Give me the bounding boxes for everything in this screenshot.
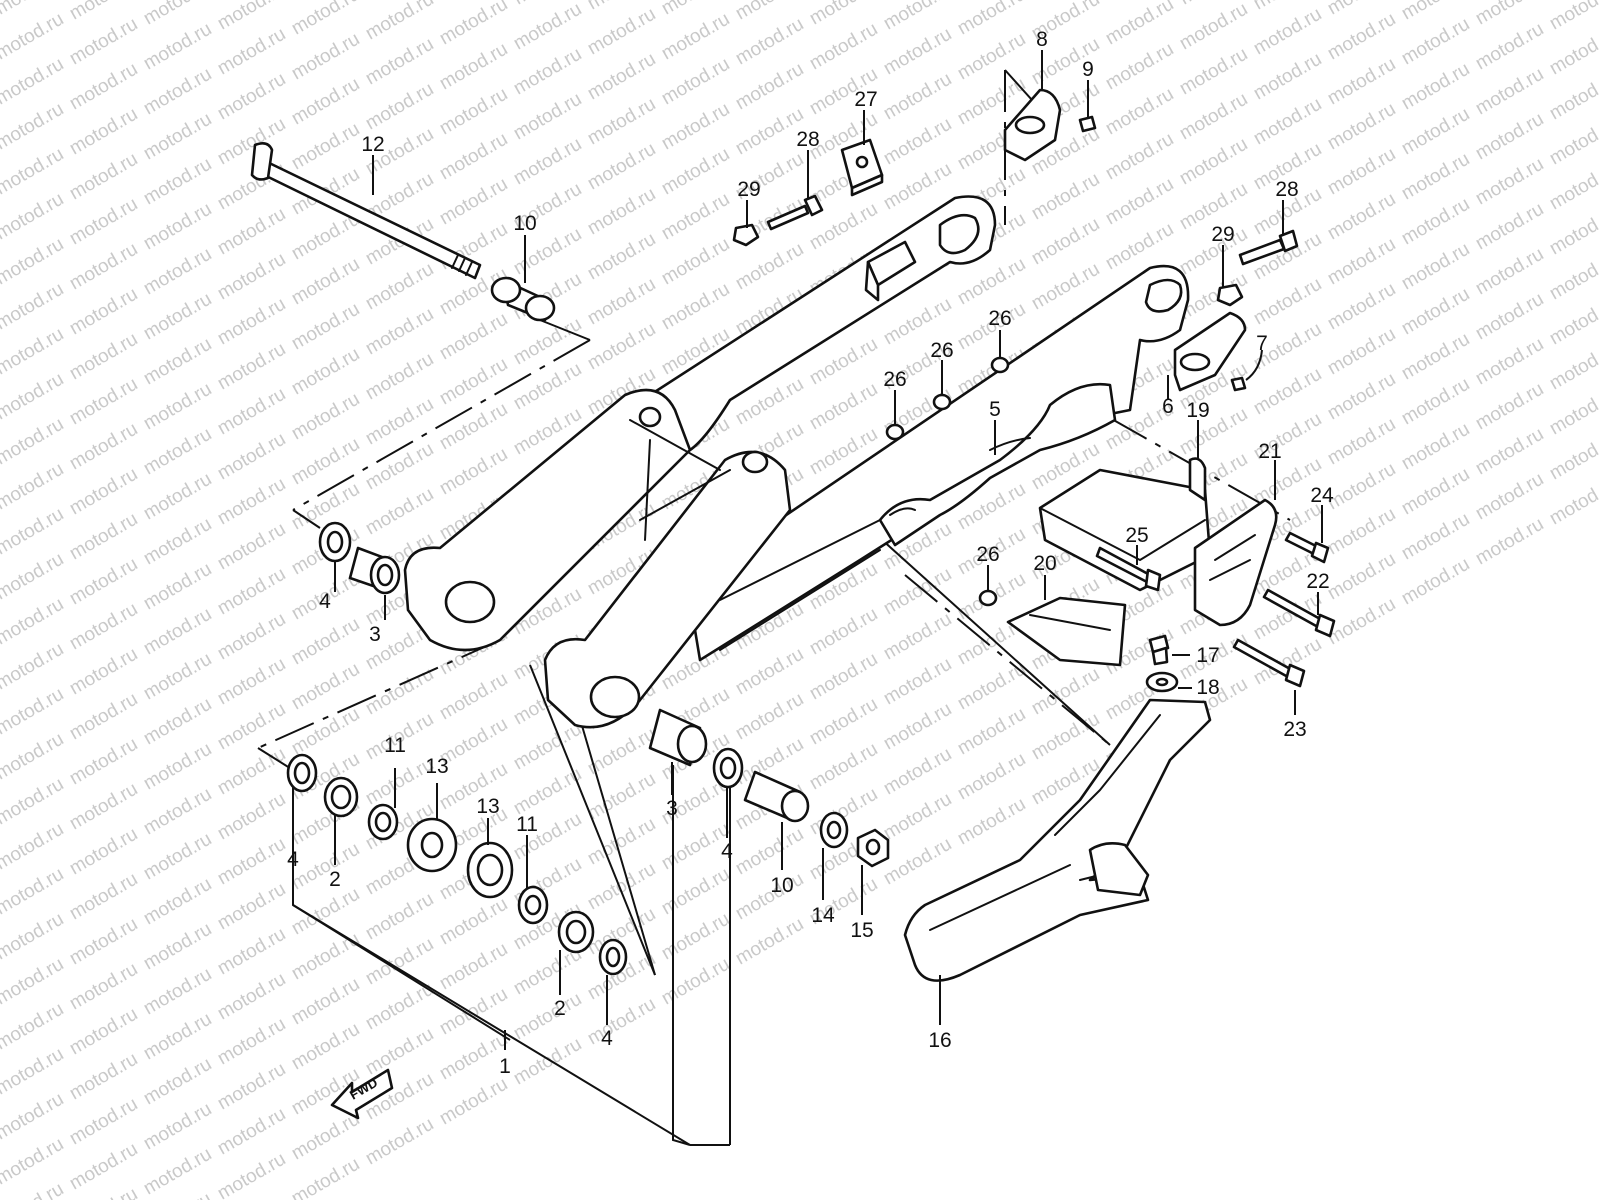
label-part-23: 23: [1283, 718, 1306, 741]
swingarm-body: [403, 195, 1190, 729]
chain-guide-assembly: [1006, 457, 1336, 693]
label-part-20: 20: [1033, 552, 1056, 575]
label-part-28: 28: [796, 128, 819, 151]
callout-leaders: [292, 50, 1323, 1050]
left-pivot-parts: [318, 521, 401, 595]
label-part-13: 13: [425, 755, 448, 778]
part-labels: 1 2 2 3 3 4 4 4 4 5 6 7 8 9 10 10 11 11 …: [287, 28, 1334, 1078]
watermark-text: motod.ru: [1546, 0, 1600, 34]
label-part-1: 1: [499, 1055, 511, 1078]
lower-left-stack: [286, 753, 628, 976]
label-part-3: 3: [369, 623, 381, 646]
label-part-29: 29: [737, 178, 760, 201]
right-pivot-parts: [648, 708, 890, 868]
label-part-26: 26: [930, 339, 953, 362]
label-part-2: 2: [554, 997, 566, 1020]
label-part-26: 26: [883, 368, 906, 391]
label-part-4: 4: [721, 840, 733, 863]
pivot-collar: [490, 276, 556, 322]
label-part-10: 10: [770, 874, 793, 897]
label-part-13: 13: [476, 795, 499, 818]
chain-slider: [903, 698, 1212, 982]
label-part-5: 5: [989, 398, 1001, 421]
pivot-shaft: [250, 142, 482, 280]
label-part-22: 22: [1306, 570, 1329, 593]
label-part-7: 7: [1256, 332, 1268, 355]
label-part-8: 8: [1036, 28, 1048, 51]
label-part-15: 15: [850, 919, 873, 942]
label-part-29: 29: [1211, 223, 1234, 246]
label-part-9: 9: [1082, 58, 1094, 81]
label-part-28: 28: [1275, 178, 1298, 201]
label-part-27: 27: [854, 88, 877, 111]
label-part-26: 26: [976, 543, 999, 566]
label-part-25: 25: [1125, 524, 1148, 547]
label-part-4: 4: [319, 590, 331, 613]
label-part-26: 26: [988, 307, 1011, 330]
label-part-2: 2: [329, 868, 341, 891]
label-part-4: 4: [601, 1027, 613, 1050]
label-part-3: 3: [666, 797, 678, 820]
label-part-24: 24: [1310, 484, 1334, 507]
label-part-6: 6: [1162, 395, 1174, 418]
label-part-10: 10: [513, 212, 536, 235]
label-part-14: 14: [811, 904, 835, 927]
label-part-12: 12: [361, 133, 384, 156]
label-part-17: 17: [1196, 644, 1219, 667]
label-part-4: 4: [287, 848, 299, 871]
label-part-16: 16: [928, 1029, 951, 1052]
label-part-21: 21: [1258, 440, 1281, 463]
upper-hardware: [732, 88, 1299, 607]
label-part-11: 11: [384, 734, 406, 757]
label-part-19: 19: [1186, 399, 1209, 422]
label-part-18: 18: [1196, 676, 1219, 699]
label-part-11: 11: [516, 813, 538, 836]
